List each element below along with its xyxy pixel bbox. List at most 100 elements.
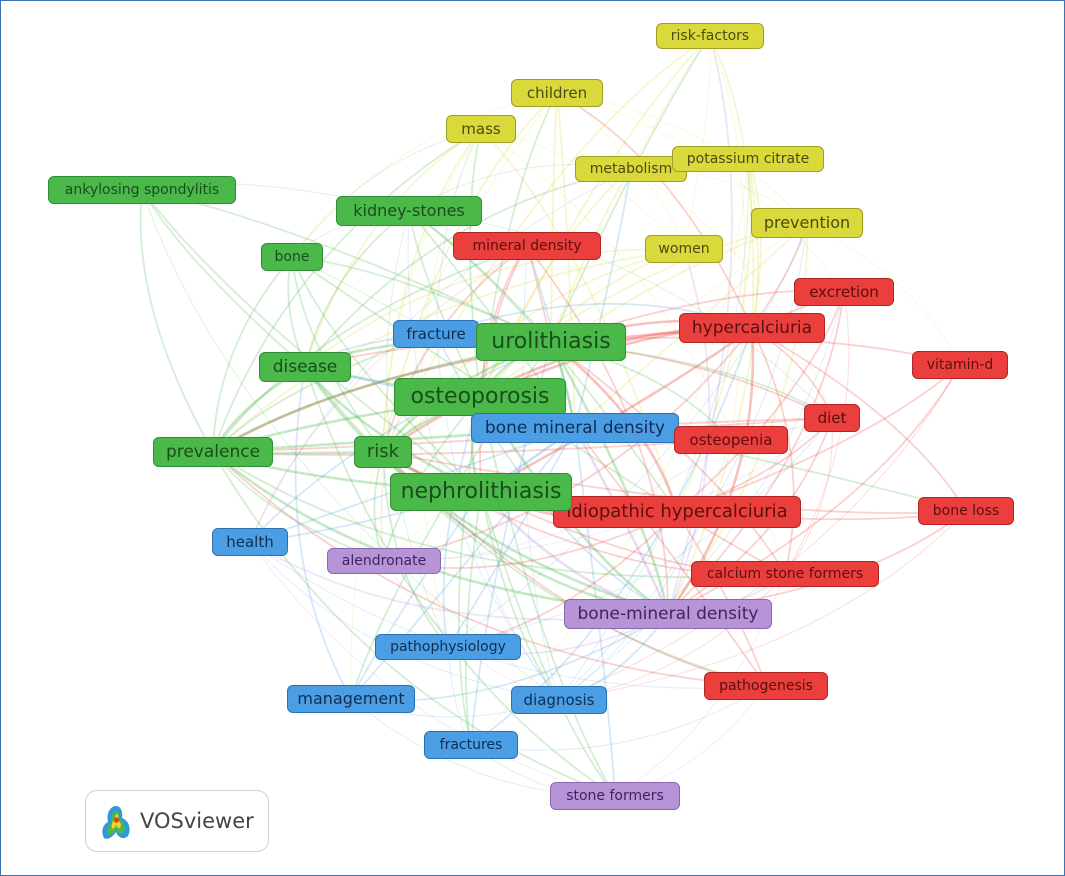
edge-ankylosing-spondylitis-prevalence bbox=[139, 189, 214, 453]
edge-hypercalciuria-calcium-stone-formers bbox=[751, 327, 795, 575]
edge-bone-mineral-density-blue-pathophysiology bbox=[447, 427, 576, 648]
node-mass[interactable]: mass bbox=[446, 115, 516, 143]
edge-disease-management bbox=[294, 366, 352, 700]
node-metabolism[interactable]: metabolism bbox=[575, 156, 687, 182]
edge-children-hypercalciuria bbox=[556, 92, 753, 329]
node-management[interactable]: management bbox=[287, 685, 415, 713]
edge-prevention-bone-mineral-density-purple bbox=[667, 222, 809, 615]
node-nephrolithiasis[interactable]: nephrolithiasis bbox=[390, 473, 572, 511]
edge-bone-nephrolithiasis bbox=[291, 256, 482, 493]
node-disease[interactable]: disease bbox=[259, 352, 351, 382]
edge-kidney-stones-pathophysiology bbox=[386, 210, 449, 648]
edge-hypercalciuria-prevalence bbox=[212, 326, 753, 454]
node-hypercalciuria[interactable]: hypercalciuria bbox=[679, 313, 825, 343]
node-potassium-citrate[interactable]: potassium citrate bbox=[672, 146, 824, 172]
node-stone-formers[interactable]: stone formers bbox=[550, 782, 680, 810]
edge-osteoporosis-fractures bbox=[457, 396, 481, 746]
edge-mass-calcium-stone-formers bbox=[480, 128, 786, 575]
node-prevalence[interactable]: prevalence bbox=[153, 437, 273, 467]
edge-excretion-idiopathic-hypercalciuria bbox=[676, 291, 845, 513]
node-vitamin-d[interactable]: vitamin-d bbox=[912, 351, 1008, 379]
edge-metabolism-diet bbox=[630, 168, 833, 419]
edge-bone-loss-diagnosis bbox=[558, 510, 967, 701]
edge-hypercalciuria-bone-loss bbox=[751, 327, 967, 512]
node-urolithiasis[interactable]: urolithiasis bbox=[476, 323, 626, 361]
edge-potassium-citrate-fractures bbox=[470, 158, 749, 746]
edge-bone-idiopathic-hypercalciuria bbox=[291, 256, 678, 513]
edge-disease-bone-mineral-density-purple bbox=[303, 366, 669, 616]
edge-hypercalciuria-nephrolithiasis bbox=[480, 326, 753, 494]
node-children[interactable]: children bbox=[511, 79, 603, 107]
edge-bone-prevalence bbox=[212, 256, 293, 453]
node-risk[interactable]: risk bbox=[354, 436, 412, 468]
vosviewer-logo-text: VOSviewer bbox=[140, 809, 254, 833]
edge-diet-calcium-stone-formers bbox=[784, 417, 833, 575]
edge-bone-mineral-density-blue-stone-formers bbox=[574, 427, 616, 797]
edge-bone-mineral-density-blue-bone-mineral-density-purple bbox=[573, 427, 670, 615]
edge-metabolism-bone-mineral-density-blue bbox=[574, 168, 632, 429]
node-fractures[interactable]: fractures bbox=[424, 731, 518, 759]
node-diagnosis[interactable]: diagnosis bbox=[511, 686, 607, 714]
edge-nephrolithiasis-stone-formers bbox=[480, 491, 616, 797]
edge-pathogenesis-stone-formers bbox=[614, 685, 767, 797]
edge-bone-mineral-density-blue-pathogenesis bbox=[574, 427, 767, 687]
node-bone-mineral-density-purple[interactable]: bone-mineral density bbox=[564, 599, 772, 629]
edge-kidney-stones-osteoporosis bbox=[408, 210, 481, 398]
edge-mass-women bbox=[480, 128, 685, 250]
edge-nephrolithiasis-management bbox=[350, 491, 482, 700]
edge-hypercalciuria-alendronate bbox=[383, 327, 753, 562]
node-risk-factors[interactable]: risk-factors bbox=[656, 23, 764, 49]
edge-osteopenia-diagnosis bbox=[558, 439, 732, 701]
edge-mineral-density-prevalence bbox=[212, 245, 528, 453]
edge-urolithiasis-calcium-stone-formers bbox=[550, 341, 786, 575]
edge-ankylosing-spondylitis-disease bbox=[141, 189, 306, 368]
node-bone-mineral-density-blue[interactable]: bone mineral density bbox=[471, 413, 679, 443]
edge-women-disease bbox=[304, 248, 685, 368]
vosviewer-logo-icon bbox=[102, 806, 130, 839]
edge-nephrolithiasis-diagnosis bbox=[480, 491, 560, 701]
edge-disease-stone-formers bbox=[304, 366, 616, 797]
edge-prevalence-pathogenesis bbox=[212, 451, 767, 687]
node-mineral-density[interactable]: mineral density bbox=[453, 232, 601, 260]
node-women[interactable]: women bbox=[645, 235, 723, 263]
node-osteopenia[interactable]: osteopenia bbox=[674, 426, 788, 454]
edge-osteoporosis-stone-formers bbox=[479, 396, 616, 797]
edge-prevalence-calcium-stone-formers bbox=[212, 451, 786, 578]
edge-prevention-bone-mineral-density-blue bbox=[574, 222, 808, 429]
node-bone[interactable]: bone bbox=[261, 243, 323, 271]
edge-bone-risk bbox=[291, 256, 384, 453]
edge-mass-risk bbox=[382, 128, 482, 453]
edge-hypercalciuria-bone-mineral-density-purple bbox=[666, 327, 755, 615]
node-bone-loss[interactable]: bone loss bbox=[918, 497, 1014, 525]
edge-excretion-calcium-stone-formers bbox=[784, 291, 850, 575]
node-prevention[interactable]: prevention bbox=[751, 208, 863, 238]
node-pathogenesis[interactable]: pathogenesis bbox=[704, 672, 828, 700]
edge-osteoporosis-pathophysiology bbox=[442, 396, 481, 648]
node-pathophysiology[interactable]: pathophysiology bbox=[375, 634, 521, 660]
edge-risk-factors-osteopenia bbox=[709, 35, 746, 441]
node-osteoporosis[interactable]: osteoporosis bbox=[394, 378, 566, 416]
node-ankylosing-spondylitis[interactable]: ankylosing spondylitis bbox=[48, 176, 236, 204]
vosviewer-logo: VOSviewer bbox=[85, 790, 269, 852]
edge-bone-disease bbox=[287, 256, 306, 368]
edge-diet-pathophysiology bbox=[447, 417, 833, 648]
node-idiopathic-hypercalciuria[interactable]: idiopathic hypercalciuria bbox=[553, 496, 801, 528]
node-fracture[interactable]: fracture bbox=[393, 320, 479, 348]
node-kidney-stones[interactable]: kidney-stones bbox=[336, 196, 482, 226]
edge-health-pathogenesis bbox=[249, 541, 767, 689]
edge-mass-disease bbox=[304, 128, 482, 368]
edge-ankylosing-spondylitis-diagnosis bbox=[141, 189, 560, 701]
node-calcium-stone-formers[interactable]: calcium stone formers bbox=[691, 561, 879, 587]
edge-mineral-density-health bbox=[249, 245, 528, 543]
edge-ankylosing-spondylitis-nephrolithiasis bbox=[141, 189, 482, 493]
edge-risk-factors-risk bbox=[382, 35, 711, 453]
node-diet[interactable]: diet bbox=[804, 404, 860, 432]
node-excretion[interactable]: excretion bbox=[794, 278, 894, 306]
node-alendronate[interactable]: alendronate bbox=[327, 548, 441, 574]
edge-vitamin-d-diagnosis bbox=[558, 364, 961, 701]
edge-children-bone-mineral-density-blue bbox=[556, 92, 576, 429]
edge-disease-pathogenesis bbox=[304, 366, 767, 687]
node-health[interactable]: health bbox=[212, 528, 288, 556]
edge-risk-factors-women bbox=[683, 35, 711, 250]
